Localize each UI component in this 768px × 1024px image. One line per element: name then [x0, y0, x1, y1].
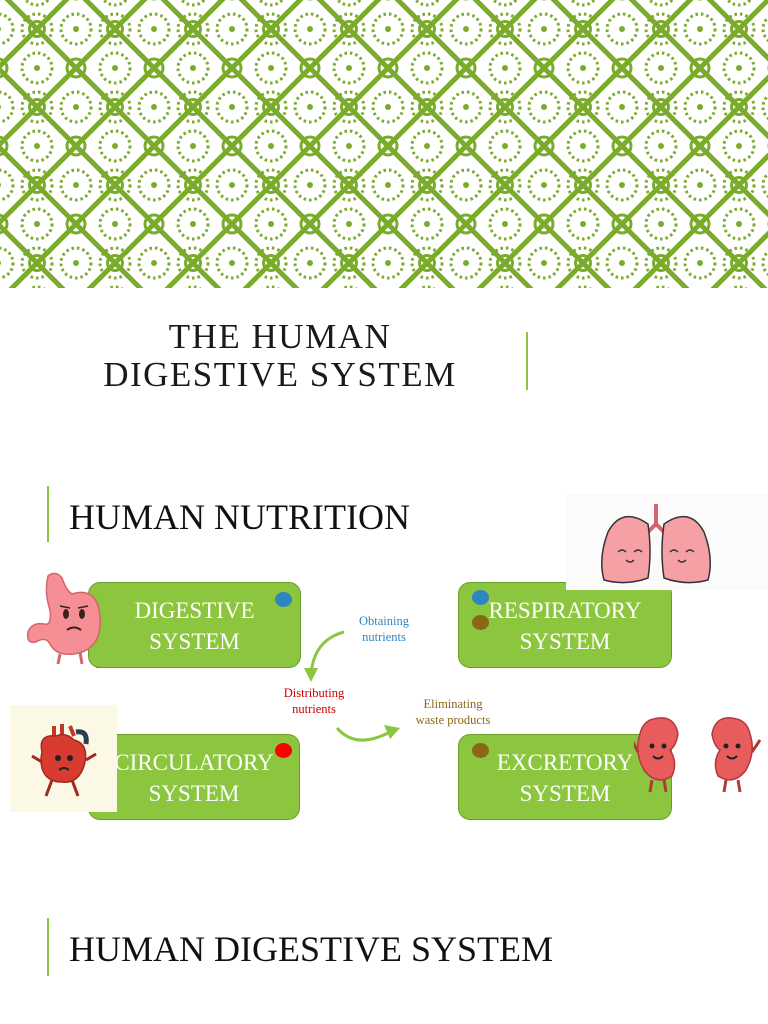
- distributing-line-1: Distributing: [283, 686, 345, 700]
- digestive-line-2: SYSTEM: [149, 629, 240, 654]
- page-title: THE HUMAN DIGESTIVE SYSTEM: [40, 318, 520, 394]
- distributing-label: Distributing nutrients: [268, 685, 360, 717]
- arrow-icon: [335, 725, 400, 742]
- red-dot: [275, 743, 292, 758]
- eliminating-line-2: waste products: [415, 713, 491, 727]
- blue-dot: [275, 592, 292, 607]
- eliminating-label: Eliminating waste products: [400, 696, 506, 728]
- obtaining-label: Obtaining nutrients: [343, 613, 425, 645]
- section1-divider: [47, 486, 49, 542]
- respiratory-line-1: RESPIRATORY: [488, 598, 642, 623]
- brown-dot: [472, 743, 489, 758]
- circulatory-line-2: SYSTEM: [148, 781, 240, 806]
- brown-dot: [472, 615, 489, 630]
- blue-dot: [472, 590, 489, 605]
- obtaining-line-1: Obtaining: [359, 614, 409, 628]
- respiratory-system-box: RESPIRATORY SYSTEM: [458, 582, 672, 668]
- kidneys-icon: [634, 717, 762, 793]
- heart-icon: [31, 724, 97, 797]
- section2-heading: HUMAN DIGESTIVE SYSTEM: [69, 929, 553, 969]
- title-line-2: DIGESTIVE SYSTEM: [103, 355, 457, 394]
- stomach-base-line: [96, 667, 126, 668]
- respiratory-line-2: SYSTEM: [519, 629, 611, 654]
- lungs-icon: [601, 504, 711, 584]
- arrow-icon: [304, 630, 345, 682]
- title-line-1: THE HUMAN: [168, 317, 392, 356]
- section2-divider: [47, 918, 49, 976]
- distributing-line-2: nutrients: [292, 702, 336, 716]
- circulatory-line-1: CIRCULATORY: [114, 750, 274, 775]
- title-divider: [526, 332, 528, 390]
- excretory-line-2: SYSTEM: [519, 781, 611, 806]
- stomach-icon: [26, 572, 101, 665]
- excretory-line-1: EXCRETORY: [496, 750, 634, 775]
- header-pattern: [0, 0, 768, 288]
- circulatory-system-box: CIRCULATORY SYSTEM: [88, 734, 300, 820]
- section1-heading: HUMAN NUTRITION: [69, 497, 410, 537]
- digestive-system-box: DIGESTIVE SYSTEM: [88, 582, 301, 668]
- digestive-line-1: DIGESTIVE: [134, 598, 255, 623]
- eliminating-line-1: Eliminating: [423, 697, 483, 711]
- obtaining-line-2: nutrients: [362, 630, 406, 644]
